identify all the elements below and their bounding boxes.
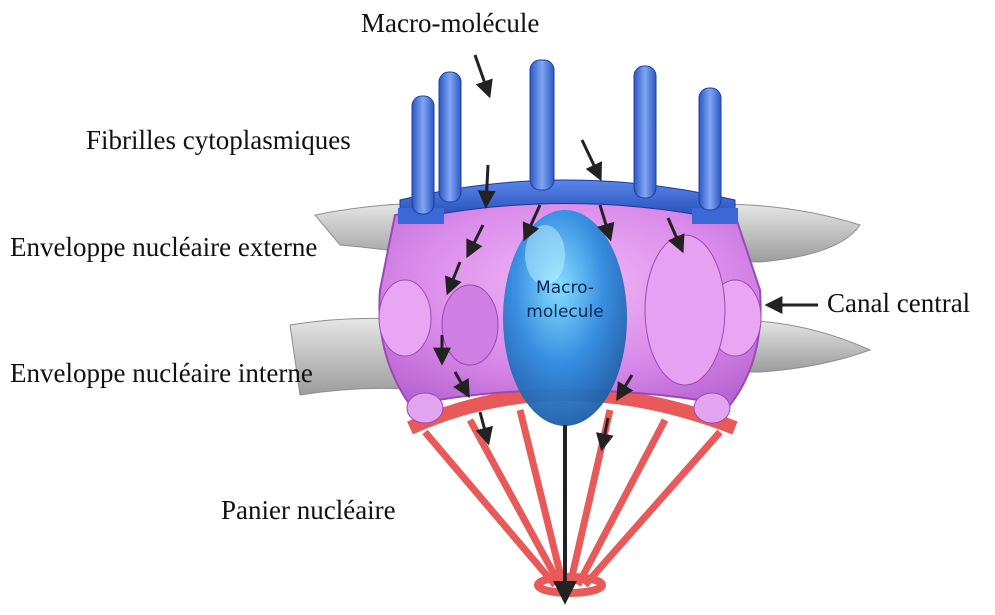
label-panier-nucleaire: Panier nucléaire	[221, 497, 396, 524]
macromolecule-label-line1: Macro-	[500, 276, 630, 300]
label-enveloppe-interne: Enveloppe nucléaire interne	[10, 360, 313, 387]
label-canal-central: Canal central	[827, 290, 970, 317]
fibril	[634, 66, 656, 198]
diagram-title: Macro-molécule	[361, 10, 539, 37]
fibril	[412, 96, 434, 214]
basket-strut	[520, 410, 563, 585]
macromolecule-label-line2: molecule	[500, 300, 630, 324]
macromolecule-inner-label: Macro- molecule	[500, 276, 630, 324]
fibril	[530, 60, 554, 190]
arrow	[486, 165, 488, 205]
pore-subunit-inner-left	[442, 285, 498, 365]
pore-subunit-inner-right	[645, 235, 725, 385]
arrow	[475, 55, 489, 95]
arrow	[582, 140, 600, 178]
pore-subunit-left	[379, 280, 431, 356]
label-enveloppe-externe: Enveloppe nucléaire externe	[10, 234, 317, 261]
pore-subunit-bottom-right	[694, 393, 730, 423]
pore-subunit-bottom-left	[407, 393, 443, 423]
fibril	[699, 88, 721, 210]
basket-strut	[585, 432, 720, 585]
ring-foot-right	[692, 208, 738, 224]
fibril	[439, 72, 461, 202]
label-fibrilles-cytoplasmiques: Fibrilles cytoplasmiques	[86, 127, 351, 154]
